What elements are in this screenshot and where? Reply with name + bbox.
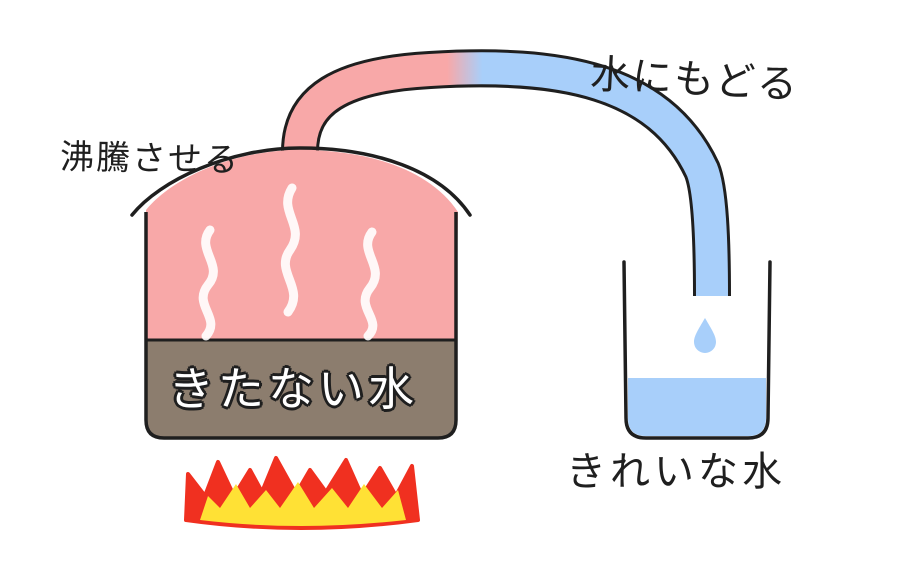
clean-water-label: きれいな水 <box>566 449 786 495</box>
water-drop-icon <box>694 318 716 353</box>
boil-label: 沸騰させる <box>59 137 241 181</box>
steam-wave-icon <box>280 183 300 317</box>
steam-area <box>146 150 458 340</box>
steam-wave-icon <box>360 227 380 341</box>
condenser-tube <box>281 49 731 297</box>
boiling-pot <box>130 146 472 440</box>
collection-beaker <box>622 260 772 440</box>
dirty-water-area <box>146 340 456 438</box>
dirty-water-label: きたない水 <box>168 362 418 416</box>
return-to-water-label: 水にもどる <box>588 51 801 109</box>
clean-water-area <box>628 378 766 436</box>
steam-wave-icon <box>198 225 218 341</box>
flame-icon <box>184 456 420 530</box>
